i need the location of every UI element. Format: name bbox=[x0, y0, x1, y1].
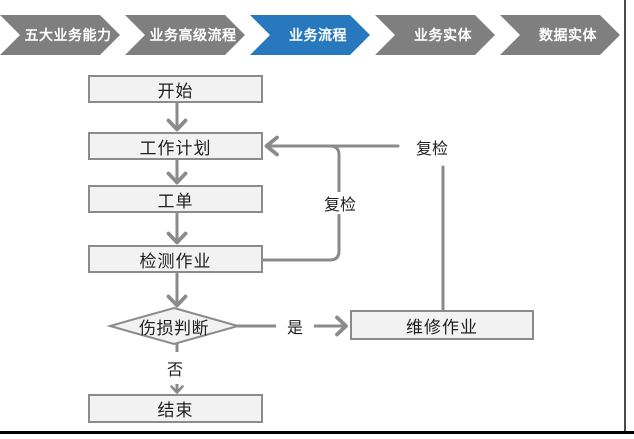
node-damage-judgment: 伤损判断 bbox=[110, 308, 238, 344]
arrowhead-down-icon bbox=[166, 231, 188, 245]
nav-chevron-five-business-capabilities[interactable]: 五大业务能力 bbox=[0, 15, 120, 55]
nav-chevron-label: 业务实体 bbox=[414, 27, 472, 43]
nav-chevron-label: 五大业务能力 bbox=[24, 27, 112, 43]
page-right-border bbox=[624, 0, 626, 431]
node-end: 结束 bbox=[88, 394, 263, 423]
nav-chevron-label: 业务流程 bbox=[289, 27, 347, 43]
arrowhead-down-icon bbox=[166, 118, 188, 132]
arrowhead-left-icon bbox=[264, 135, 279, 157]
node-work-plan: 工作计划 bbox=[88, 132, 263, 160]
node-label: 伤损判断 bbox=[139, 318, 209, 338]
nav-chevron-data-entity[interactable]: 数据实体 bbox=[500, 15, 620, 55]
node-label: 开始 bbox=[157, 81, 194, 101]
edge-label-recheck-inner: 复检 bbox=[318, 192, 362, 214]
arrowhead-down-small-icon bbox=[170, 385, 184, 394]
arrowhead-down-icon bbox=[166, 171, 188, 185]
nav-chevron-label: 业务高级流程 bbox=[149, 27, 237, 43]
node-label: 结束 bbox=[157, 401, 194, 420]
arrowhead-right-icon bbox=[335, 315, 348, 337]
node-label: 工作计划 bbox=[139, 138, 212, 158]
edge-label-no: 否 bbox=[160, 352, 190, 384]
node-work-order: 工单 bbox=[88, 185, 263, 213]
nav-chevron-business-process-active[interactable]: 业务流程 bbox=[250, 15, 370, 55]
node-start: 开始 bbox=[88, 75, 263, 103]
process-nav: 五大业务能力 业务高级流程 业务流程 业务实体 数据实体 bbox=[0, 15, 634, 55]
page-bottom-border bbox=[0, 431, 634, 434]
node-label: 检测作业 bbox=[139, 251, 212, 271]
arrowhead-down-icon bbox=[166, 294, 188, 308]
nav-chevron-label: 数据实体 bbox=[539, 27, 597, 43]
nav-chevron-business-entity[interactable]: 业务实体 bbox=[375, 15, 495, 55]
node-inspection-job: 检测作业 bbox=[88, 245, 263, 273]
nav-chevron-business-highlevel-process[interactable]: 业务高级流程 bbox=[125, 15, 245, 55]
decision-diamond-shape bbox=[106, 306, 242, 346]
node-label: 维修作业 bbox=[406, 317, 478, 337]
edge-label-yes: 是 bbox=[276, 314, 314, 338]
node-repair-job: 维修作业 bbox=[350, 310, 534, 340]
node-label: 工单 bbox=[157, 191, 194, 211]
edge-label-recheck-outer: 复检 bbox=[410, 136, 454, 158]
